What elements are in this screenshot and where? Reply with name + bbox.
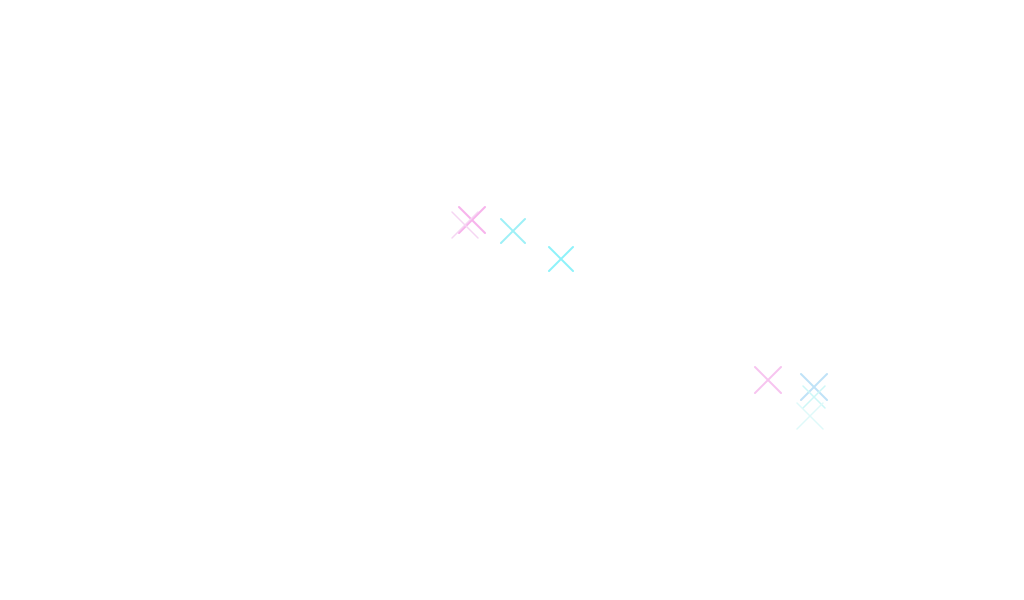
cross-icon	[794, 400, 826, 432]
cross-icon	[800, 383, 828, 411]
cross-icon	[546, 244, 576, 274]
cross-icon	[448, 208, 482, 242]
cross-icon	[798, 371, 830, 403]
cross-icon	[498, 216, 528, 246]
cross-icon	[752, 364, 784, 396]
cross-icon	[455, 203, 489, 237]
